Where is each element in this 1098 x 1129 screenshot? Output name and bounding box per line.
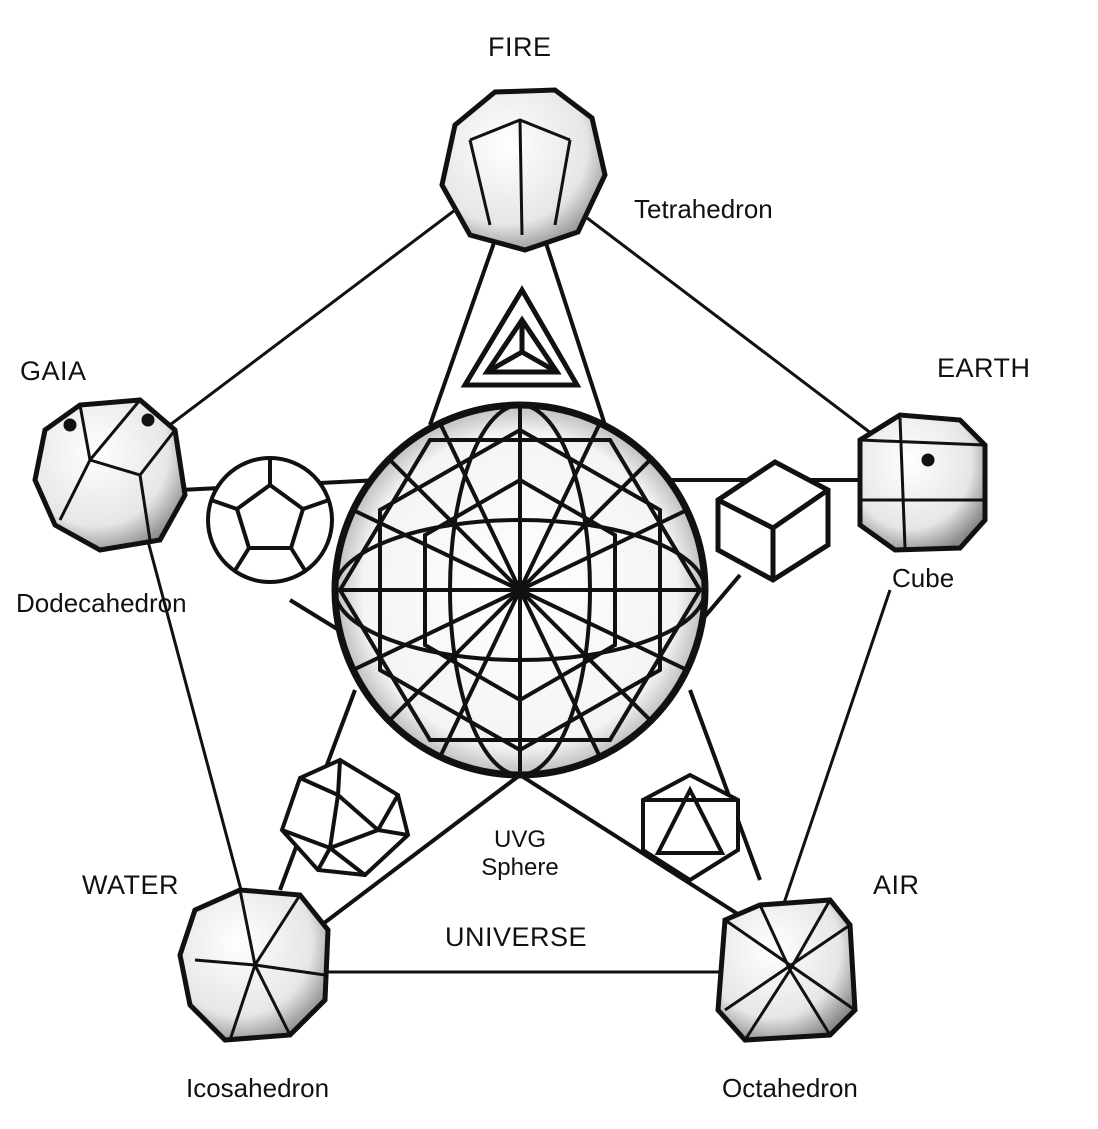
line-star-air [688,689,762,881]
label-universe: UNIVERSE [445,922,588,952]
cube-shape [715,459,831,583]
label-center-line2: Sphere [481,854,559,881]
label-dodecahedron: Dodecahedron [16,588,187,618]
label-center: UVG Sphere [470,828,570,880]
node-gaia [32,397,188,553]
label-fire: FIRE [488,32,552,62]
line-gaia-water [143,529,247,906]
label-octahedron: Octahedron [722,1073,858,1103]
label-tetrahedron: Tetrahedron [634,194,773,224]
label-center-line1: UVG [493,826,546,853]
node-earth [857,412,988,553]
label-gaia: GAIA [20,356,87,386]
line-fire-star-left [428,239,497,426]
octahedron-shape [641,772,740,883]
label-icosahedron: Icosahedron [186,1073,330,1103]
icosahedron-shape [279,757,411,878]
label-earth: EARTH [937,353,1031,383]
tetrahedron-shape [460,285,582,388]
line-fire-earth [569,203,881,442]
line-fire-gaia [149,193,476,442]
node-fire [439,87,608,253]
node-water [177,887,331,1043]
dodecahedron-shape [206,456,334,584]
label-cube: Cube [892,563,955,593]
line-fire-star-right [543,239,607,426]
outer-pentagon-lines [143,193,892,974]
line-sphere-water [293,773,522,947]
uvg-sphere [331,401,709,779]
label-air: AIR [873,870,920,900]
line-earth-air [778,589,892,916]
label-water: WATER [82,870,179,900]
node-air [715,897,858,1043]
line-sphere-air [518,773,757,927]
